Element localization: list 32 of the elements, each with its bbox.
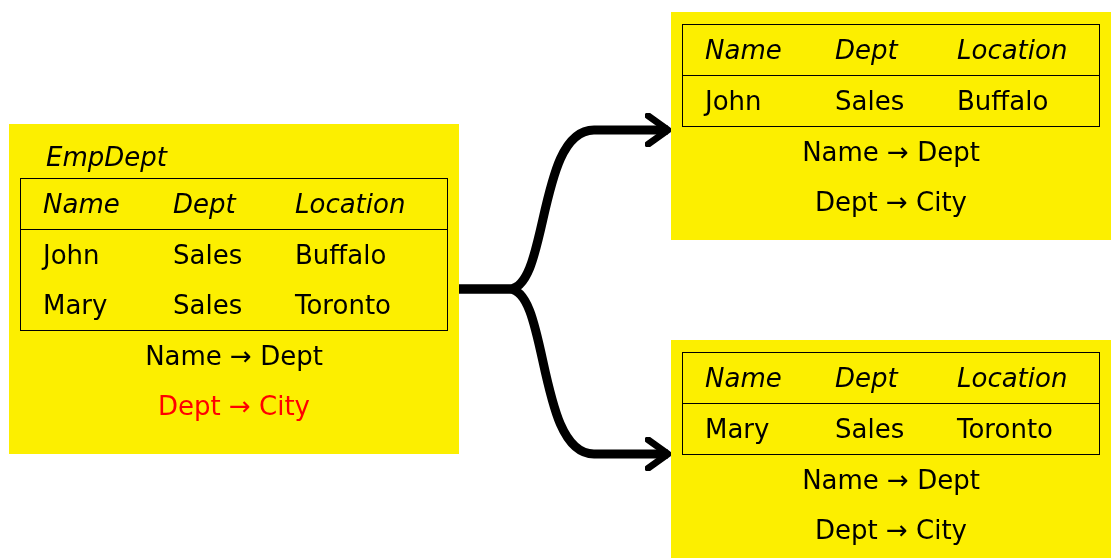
column-header: Name <box>704 362 782 395</box>
functional-dependency: Name → Dept <box>145 340 323 373</box>
functional-dependency: Dept → City <box>815 186 967 219</box>
relation-panel <box>671 12 1111 240</box>
column-header: Location <box>294 188 406 221</box>
table-cell-text: John <box>40 239 100 272</box>
functional-dependency: Name → Dept <box>802 136 980 169</box>
column-header: Location <box>956 362 1068 395</box>
arrow <box>459 284 672 472</box>
column-header: Dept <box>172 188 236 221</box>
relation-panel <box>671 340 1111 558</box>
table-cell-text: Toronto <box>956 413 1053 446</box>
relation-panel <box>9 124 459 454</box>
column-header: Location <box>956 34 1068 67</box>
relation-name: EmpDept <box>45 141 167 174</box>
functional-dependency: Dept → City <box>158 390 310 423</box>
table-cell-text: Sales <box>172 289 243 322</box>
table-cell-text: Mary <box>42 289 108 322</box>
table-cell-text: Toronto <box>294 289 391 322</box>
table-cell-text: Buffalo <box>294 239 387 272</box>
functional-dependency: Name → Dept <box>802 464 980 497</box>
table-cell-text: Sales <box>834 413 905 446</box>
functional-dependency: Dept → City <box>815 514 967 547</box>
table-cell-text: Buffalo <box>956 85 1049 118</box>
table-cell-text: John <box>702 85 762 118</box>
column-header: Name <box>704 34 782 67</box>
column-header: Dept <box>834 362 898 395</box>
column-header: Name <box>42 188 120 221</box>
table-cell-text: Sales <box>172 239 243 272</box>
table-cell-text: Mary <box>704 413 770 446</box>
table-cell-text: Sales <box>834 85 905 118</box>
column-header: Dept <box>834 34 898 67</box>
